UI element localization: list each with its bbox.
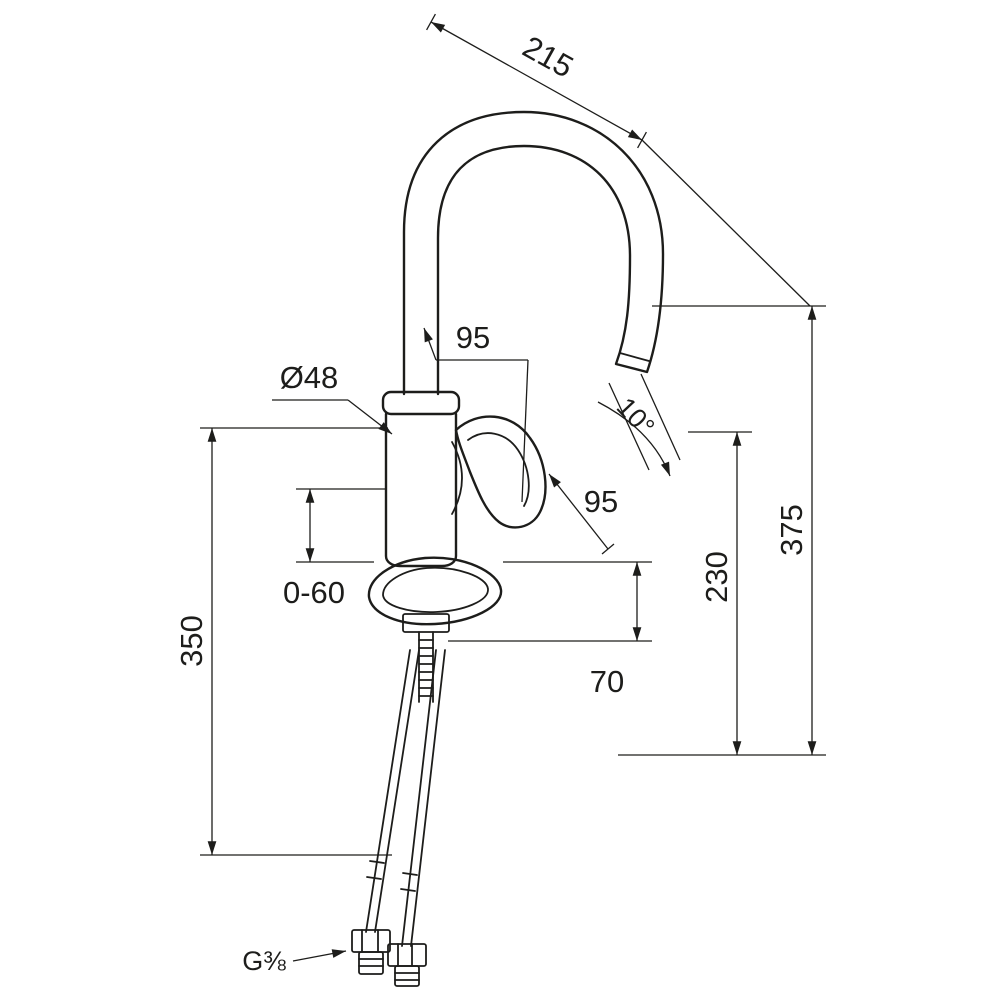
swivel-position-lines [608, 373, 681, 471]
hose-fitting-left [351, 929, 391, 975]
dimension-outlet-height: 230 [688, 431, 752, 755]
lever-handle-detail [467, 432, 530, 507]
dim-label-70: 70 [590, 664, 624, 699]
dimension-body-diameter: Ø48 [272, 360, 393, 435]
dim-label-215: 215 [517, 29, 579, 85]
mounting-nut [402, 613, 450, 633]
dim-label-350: 350 [174, 615, 209, 667]
spout-outlet-aerator [619, 352, 650, 362]
dim-label-95-upper: 95 [456, 320, 490, 355]
spout-gooseneck [402, 110, 665, 396]
dimension-thread-size: G⅜ [242, 946, 347, 976]
dim-label-375: 375 [774, 504, 809, 556]
dimension-stud-length: 70 [448, 561, 652, 699]
dimension-hose-length: 350 [174, 427, 392, 856]
dimension-clamping-range: 0-60 [283, 488, 386, 610]
dimension-handle-length: 95 [548, 473, 618, 555]
supply-hose-left [365, 649, 420, 933]
dim-label-thread: G⅜ [242, 946, 286, 976]
dim-label-95-lower: 95 [584, 484, 618, 519]
dimension-swivel-angle: 10° [597, 392, 671, 477]
hose-fitting-right [387, 943, 427, 987]
dim-label-diameter: Ø48 [280, 360, 339, 395]
dimension-spout-offset: 95 [423, 320, 529, 503]
base-escutcheon-outer [367, 556, 503, 626]
dim-label-0-60: 0-60 [283, 575, 345, 610]
body-flange [381, 390, 461, 416]
body-cylinder [384, 412, 458, 568]
supply-hose-right [400, 649, 446, 947]
dimension-overall-height: 375 [618, 305, 826, 756]
faucet-body-outline [351, 110, 681, 987]
lever-handle [454, 415, 547, 529]
dim-label-230: 230 [699, 551, 734, 603]
base-escutcheon-inner [382, 566, 489, 613]
dimension-spout-reach: 215 [426, 13, 811, 307]
handle-mount-detail [451, 441, 463, 515]
threaded-stud [418, 631, 434, 703]
